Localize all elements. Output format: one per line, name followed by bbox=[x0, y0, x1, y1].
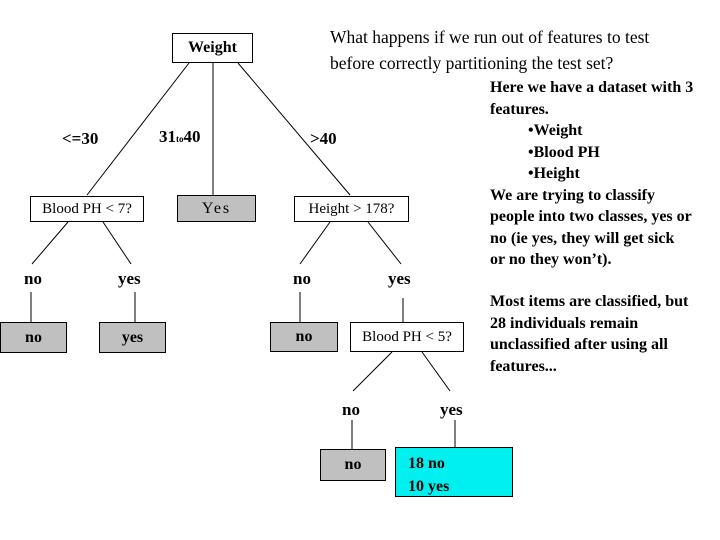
edge-label-gt40: >40 bbox=[310, 129, 337, 148]
explanation-paragraph: Here we have a dataset with 3 features. … bbox=[490, 77, 720, 271]
leaf-left-no: no bbox=[0, 322, 67, 353]
tree-root-weight: Weight bbox=[172, 33, 253, 63]
explanation-line: Here we have a dataset with 3 bbox=[490, 79, 694, 96]
edge-label-left-yes: yes bbox=[118, 269, 141, 288]
leaf-unclassified-counts: 18 no 10 yes bbox=[395, 447, 513, 497]
edge-label-ph5-yes: yes bbox=[440, 400, 463, 419]
explanation-line: or no they won’t). bbox=[490, 251, 612, 268]
edge-label-31to40-pre: 31 bbox=[159, 127, 176, 146]
slide-title-line2: before correctly partitioning the test s… bbox=[330, 53, 614, 73]
edge-label-left-no: no bbox=[24, 269, 42, 288]
edge-label-31to40: 31to40 bbox=[159, 128, 201, 145]
feature-bullet-weight: •Weight bbox=[528, 122, 583, 139]
leaf-right-no: no bbox=[270, 322, 338, 352]
unclassified-count-no: 18 no bbox=[408, 455, 445, 472]
feature-bullet-blood-ph: •Blood PH bbox=[528, 143, 600, 161]
note-line: Most items are classified, but bbox=[490, 293, 689, 310]
leaf-ph5-no: no bbox=[320, 449, 386, 481]
note-line: features... bbox=[490, 357, 557, 375]
explanation-line: We are trying to classify bbox=[490, 186, 656, 204]
feature-bullet-height: •Height bbox=[528, 165, 580, 182]
explanation-line: no (ie yes, they will get sick bbox=[490, 229, 675, 247]
unclassified-count-yes: 10 yes bbox=[408, 478, 450, 495]
note-line: unclassified after using all bbox=[490, 336, 668, 353]
leaf-left-yes: yes bbox=[99, 322, 166, 353]
note-line: 28 individuals remain bbox=[490, 314, 639, 332]
slide-title-line1: What happens if we run out of features t… bbox=[330, 27, 650, 47]
node-blood-ph-7: Blood PH < 7? bbox=[30, 196, 144, 222]
explanation-line: features. bbox=[490, 100, 549, 118]
edge-label-31to40-post: 40 bbox=[183, 127, 201, 146]
node-blood-ph-5: Blood PH < 5? bbox=[350, 322, 464, 352]
edge-label-31to40-sub: to bbox=[176, 134, 184, 144]
edge-label-ph5-no: no bbox=[342, 400, 360, 419]
leaf-middle-yes: Yes bbox=[177, 195, 256, 222]
edge-label-right-no: no bbox=[293, 269, 311, 288]
edge-label-right-yes: yes bbox=[388, 269, 411, 288]
node-height-178: Height > 178? bbox=[294, 196, 409, 222]
slide-title: What happens if we run out of features t… bbox=[330, 24, 710, 76]
unclassified-note-paragraph: Most items are classified, but 28 indivi… bbox=[490, 291, 720, 377]
explanation-line: people into two classes, yes or bbox=[490, 208, 692, 225]
edge-label-le30: <=30 bbox=[62, 129, 99, 148]
